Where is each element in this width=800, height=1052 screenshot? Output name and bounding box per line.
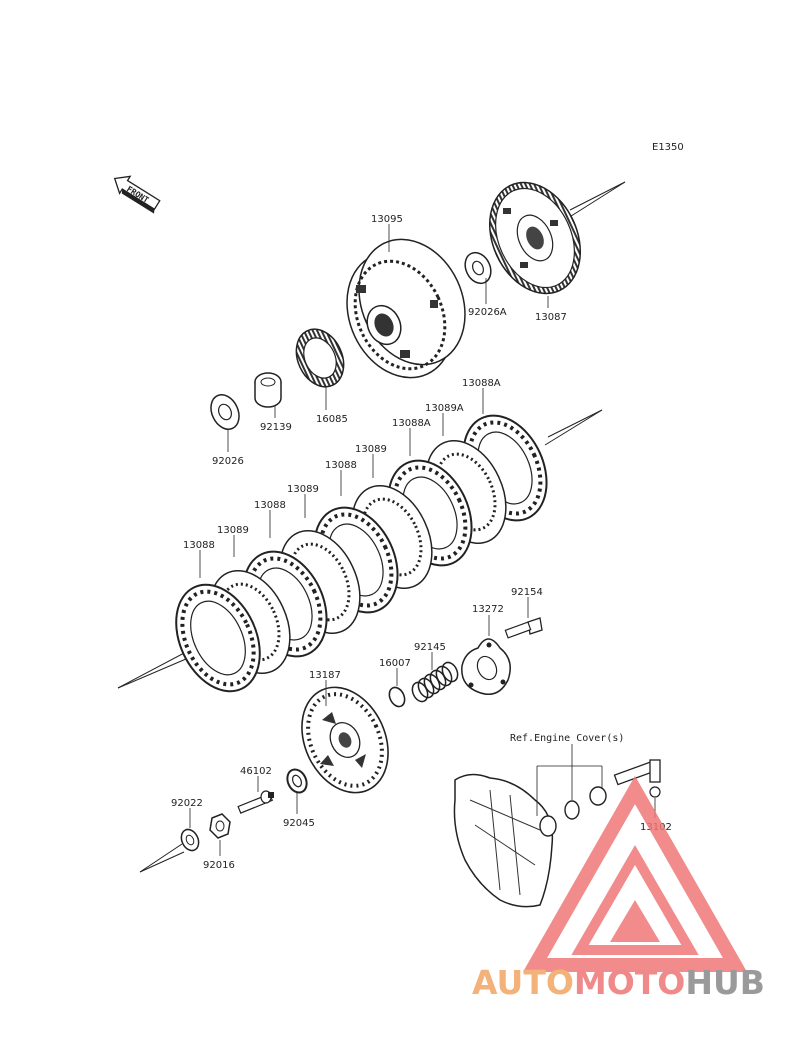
clutch-plate-stack <box>175 414 548 693</box>
front-arrow-icon: FRONT <box>113 175 161 214</box>
watermark-part-auto: AUTO <box>472 963 574 1002</box>
label-13089-b: 13089 <box>287 484 319 495</box>
label-92026: 92026 <box>212 456 244 467</box>
label-16007: 16007 <box>379 658 411 669</box>
label-92154: 92154 <box>511 587 543 598</box>
label-13089-a: 13089 <box>355 444 387 455</box>
label-13088-b: 13088 <box>254 500 286 511</box>
ref-engine-cover-label: Ref.Engine Cover(s) <box>510 733 624 744</box>
label-92016: 92016 <box>203 860 235 871</box>
label-92045: 92045 <box>283 818 315 829</box>
watermark-text: AUTOMOTOHUB <box>472 963 765 1002</box>
part-13187-pressure-plate <box>301 686 389 794</box>
part-92145-spring <box>411 661 459 703</box>
label-13089-c: 13089 <box>217 525 249 536</box>
engine-cover-reference <box>453 759 661 908</box>
label-92022: 92022 <box>171 798 203 809</box>
diagram-code: E1350 <box>652 142 684 153</box>
label-46102: 46102 <box>240 766 272 777</box>
axis-lines <box>117 181 626 873</box>
part-92016-nut <box>209 813 231 839</box>
label-13088a: 13088A <box>392 418 431 429</box>
label-13187: 13187 <box>309 670 341 681</box>
label-13095: 13095 <box>371 214 403 225</box>
label-13088a-top: 13088A <box>462 378 501 389</box>
label-13272: 13272 <box>472 604 504 615</box>
part-16007-ring <box>388 686 406 708</box>
part-92154-bolt <box>504 617 543 639</box>
part-92045-bearing <box>286 768 308 794</box>
part-46102-rod <box>237 790 274 814</box>
leader-lines <box>189 224 656 856</box>
label-92145: 92145 <box>414 642 446 653</box>
part-13088-friction-plate-3 <box>175 583 261 693</box>
watermark-part-moto: MOTO <box>574 963 685 1002</box>
part-92022-washer <box>180 828 200 852</box>
label-13088-a: 13088 <box>325 460 357 471</box>
label-13087: 13087 <box>535 312 567 323</box>
part-13272-plate <box>461 638 511 695</box>
part-13095-clutch-hub <box>346 238 466 379</box>
label-13089a: 13089A <box>425 403 464 414</box>
part-13087-clutch-housing <box>488 181 582 295</box>
label-92026a: 92026A <box>468 307 507 318</box>
automotohub-logo-watermark <box>522 775 748 972</box>
label-92139: 92139 <box>260 422 292 433</box>
part-16085-gear <box>295 328 345 388</box>
watermark-part-hub: HUB <box>685 963 765 1002</box>
label-16085: 16085 <box>316 414 348 425</box>
label-13088-c: 13088 <box>183 540 215 551</box>
part-92026a-washer <box>464 251 492 285</box>
part-92139-collar <box>254 372 282 408</box>
part-92026-washer <box>210 394 240 430</box>
